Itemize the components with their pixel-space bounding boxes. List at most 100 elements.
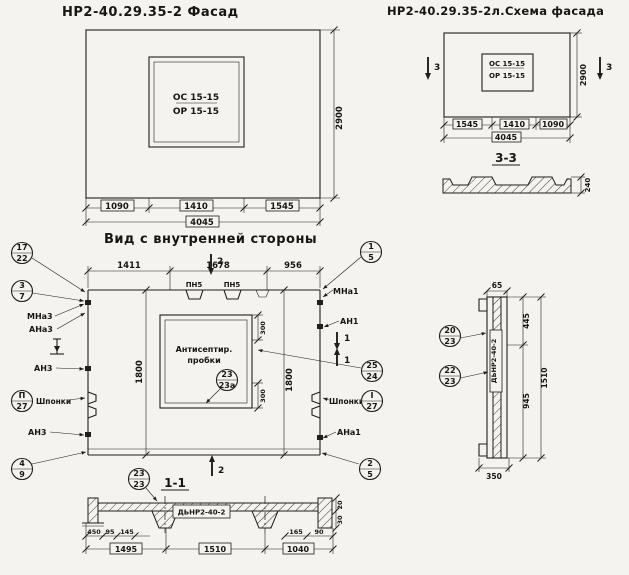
section-1-marker-b-label: 1: [344, 356, 350, 366]
section-2-marker-bottom-label: 2: [218, 466, 224, 476]
section-11: 23 23 1-1 ДЬНР2-40-2 450 95 145 165 90: [82, 467, 344, 555]
callout-1-5-top: 1: [368, 242, 374, 251]
section-1-marker-a: 1: [334, 332, 350, 350]
facade-view: НР2-40.29.35-2 Фасад ОС 15-15 ОР 15-15 1…: [62, 5, 345, 228]
top-key-3: [255, 289, 270, 298]
facade-dim-total: 4045: [190, 218, 214, 228]
dim-65: 65: [492, 281, 502, 290]
facade-window-outer: [148, 56, 245, 148]
inner-dim-right-1800: 1800: [285, 368, 295, 392]
callout-20-23: 20 23: [438, 324, 487, 348]
callout-23-23a-bottom: 23а: [219, 381, 236, 390]
edge-key-left-2: [87, 405, 97, 419]
section-33-dim: 240: [584, 178, 592, 193]
anchor-mark: [85, 300, 91, 305]
callout-25-24-top: 25: [366, 361, 378, 370]
schema-dim-total: 4045: [495, 133, 518, 142]
anchor-mark: [317, 435, 323, 440]
label-shponki-left: Шпонки: [36, 397, 71, 406]
section-right: 65 ДЬНР2-40-2 20 23 22 23 4: [438, 281, 549, 481]
section-right-top-bracket: [478, 298, 487, 312]
schema-view: НР2-40.29.35-2л.Схема фасада ОС 15-15 ОР…: [387, 4, 612, 197]
schema-panel-outline: [443, 32, 571, 118]
stamp-text: ДЬНР2-40-2: [178, 509, 226, 517]
inner-dim-956: 956: [284, 261, 302, 271]
schema-dim-1090: 1090: [542, 120, 565, 129]
dim-1510-right: 1510: [540, 368, 549, 389]
dim-95: 95: [105, 528, 115, 536]
section-3-marker-left-label: 3: [434, 63, 440, 73]
section-2-marker-top-label: 2: [217, 257, 223, 267]
dim-350: 350: [486, 472, 502, 481]
schema-window-label-2: ОР 15-15: [489, 72, 525, 80]
facade-panel-outline: [85, 29, 321, 199]
dim-20: 20: [336, 500, 344, 510]
callout-23-23-bottom: 23: [133, 480, 144, 489]
callout-25-24: 25 24: [257, 349, 384, 383]
callout-23-23a: 23 23а: [205, 368, 239, 404]
callout-1-5: 1 5: [322, 240, 383, 290]
callout-23-23: 23 23: [127, 467, 158, 502]
callout-20-23-bottom: 23: [444, 337, 455, 346]
stamp-box: ДЬНР2-40-2: [172, 504, 231, 519]
anchor-mark: [85, 432, 91, 437]
section-11-title: 1-1: [164, 476, 186, 490]
facade-window-inner: [153, 61, 240, 143]
dim-1510: 1510: [204, 545, 227, 554]
schema-dim-1410: 1410: [503, 120, 526, 129]
facade-window-label-1: ОС 15-15: [173, 93, 219, 103]
dim-30: 30: [336, 515, 344, 525]
callout-23-23a-top: 23: [221, 370, 232, 379]
dim-165: 165: [289, 528, 303, 536]
inner-view-title: Вид с внутренней стороны: [104, 232, 317, 247]
callout-22-23-bottom: 23: [444, 377, 455, 386]
callout-2-5-bottom: 5: [367, 470, 373, 479]
callout-4-9: 4 9: [10, 451, 87, 481]
facade-dim-1410: 1410: [184, 202, 208, 212]
section-11-left-end: [87, 497, 99, 524]
facade-window-label-2: ОР 15-15: [173, 107, 219, 117]
label-mna3: МНа3: [27, 312, 53, 321]
dim-450: 450: [87, 528, 101, 536]
callout-23-23-top: 23: [133, 469, 144, 478]
section-3-marker-right-label: 3: [606, 63, 612, 73]
callout-17-22-bottom: 22: [16, 254, 27, 263]
callout-2-5: 2 5: [321, 452, 382, 481]
label-an3-mid: АН3: [34, 364, 52, 373]
facade-dim-height: 2900: [335, 106, 345, 130]
dim-1495: 1495: [115, 545, 138, 554]
dim-445: 445: [522, 313, 531, 329]
section-right-bottom-bracket: [478, 443, 487, 457]
label-ana3: АНа3: [29, 325, 53, 334]
window-note-2: пробки: [187, 355, 220, 365]
section-2-marker-bottom: 2: [209, 455, 224, 476]
top-key-1: [185, 289, 204, 300]
edge-key-right-1: [311, 391, 321, 405]
schema-window-label-1: ОС 15-15: [489, 60, 525, 68]
stamp-text-vertical: ДЬНР2-40-2: [490, 339, 498, 383]
callout-keys-left-bottom: 27: [16, 402, 27, 411]
callout-1-5-bottom: 5: [368, 253, 374, 262]
callout-3-7-bottom: 7: [19, 292, 25, 301]
inner-dim-left-1800: 1800: [135, 360, 145, 384]
label-an1: АН1: [340, 317, 359, 326]
section-1-marker-b: 1: [334, 348, 350, 366]
inner-dim-1678: 1678: [206, 261, 230, 271]
schema-dim-1545: 1545: [456, 120, 479, 129]
dim-1040: 1040: [287, 545, 310, 554]
callout-3-7: 3 7: [10, 279, 85, 303]
anchor-mark: [85, 366, 91, 371]
label-an3-low: АН3: [28, 428, 46, 437]
callout-3-7-top: 3: [19, 281, 25, 290]
facade-dim-1090: 1090: [105, 202, 129, 212]
facade-title: НР2-40.29.35-2 Фасад: [62, 5, 239, 20]
schema-dim-height: 2900: [579, 63, 588, 86]
callout-22-23-top: 22: [444, 366, 455, 375]
window-note-1: Антисептир.: [176, 345, 233, 354]
section-33-profile: [442, 176, 572, 194]
edge-key-right-2: [311, 405, 321, 419]
label-ana1: АНа1: [337, 428, 361, 437]
anchor-mark: [317, 300, 323, 305]
callout-4-9-bottom: 9: [19, 470, 25, 479]
